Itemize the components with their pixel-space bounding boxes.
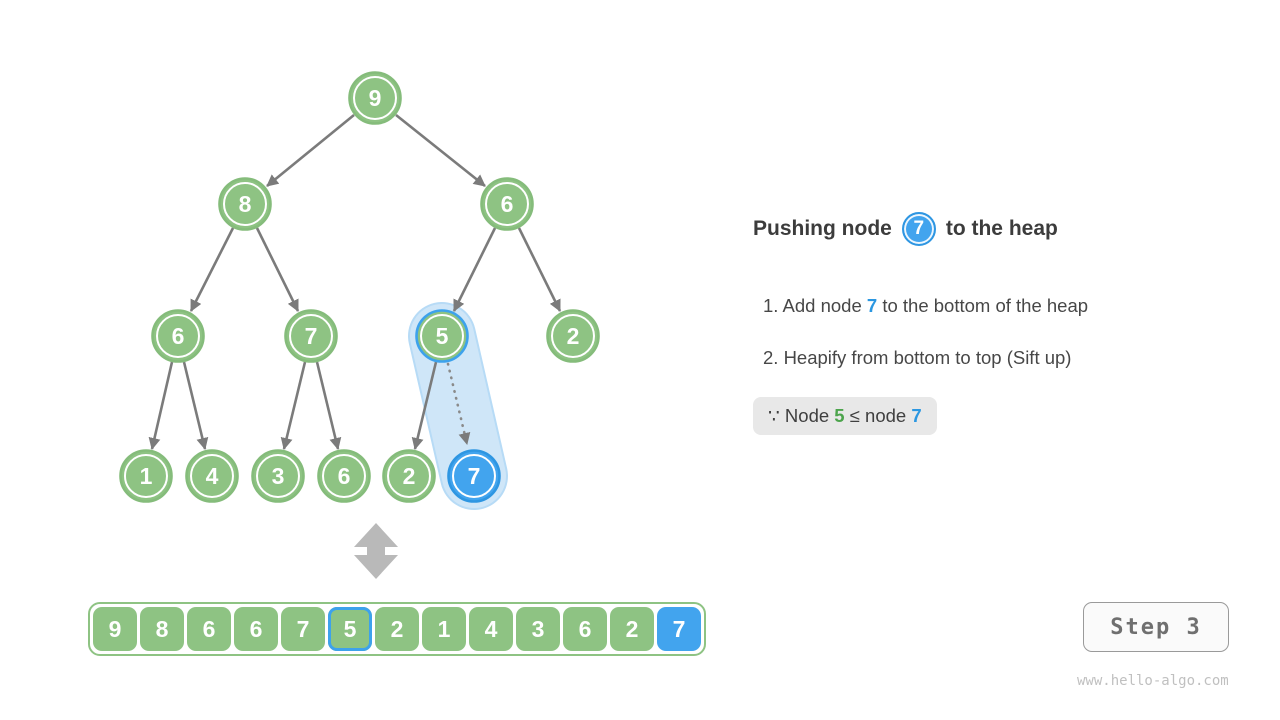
tree-edge: [517, 227, 562, 312]
tree-node: 6: [480, 177, 534, 231]
tree-node: 9: [348, 71, 402, 125]
svg-text:2: 2: [567, 323, 580, 349]
svg-text:7: 7: [305, 323, 318, 349]
title-suffix: to the heap: [945, 217, 1058, 240]
instruction-step-1: 1. Add node 7 to the bottom of the heap: [763, 295, 1089, 316]
highlight-5: 5: [834, 405, 845, 426]
step-button[interactable]: Step 3: [1083, 602, 1229, 652]
sift-up-dotted-arrow-icon: [446, 362, 471, 446]
heap-array-view: 9 8 6 6 7 5 2 1 4 3 6 2 7: [88, 602, 706, 656]
array-cell: 7: [281, 607, 325, 651]
array-cell: 2: [375, 607, 419, 651]
tree-node: 3: [251, 449, 305, 503]
tree-node: 6: [151, 309, 205, 363]
tree-node: 2: [382, 449, 436, 503]
array-cell: 1: [422, 607, 466, 651]
array-cell: 4: [469, 607, 513, 651]
tree-edge: [255, 227, 300, 312]
page-title: Pushing node 7 to the heap: [753, 212, 1058, 246]
tree-node: 2: [546, 309, 600, 363]
highlight-7: 7: [911, 405, 922, 426]
svg-text:6: 6: [338, 463, 351, 489]
array-cell-new-blue: 7: [657, 607, 701, 651]
array-cell: 6: [563, 607, 607, 651]
svg-text:4: 4: [206, 463, 219, 489]
tree-node: 6: [317, 449, 371, 503]
svg-text:5: 5: [436, 323, 449, 349]
tree-edge: [395, 113, 486, 188]
array-cell: 6: [234, 607, 278, 651]
array-cell: 3: [516, 607, 560, 651]
tree-edge: [411, 361, 438, 450]
tree-edge: [189, 227, 235, 312]
array-cell: 2: [610, 607, 654, 651]
svg-text:1: 1: [140, 463, 153, 489]
tree-edge: [148, 361, 174, 450]
svg-text:7: 7: [468, 463, 481, 489]
array-cell: 6: [187, 607, 231, 651]
up-down-arrow-icon: [354, 523, 398, 579]
instruction-step-2: 2. Heapify from bottom to top (Sift up): [763, 347, 1072, 368]
svg-text:2: 2: [403, 463, 416, 489]
tree-edge: [182, 361, 209, 450]
svg-text:9: 9: [369, 85, 382, 111]
tree-edge: [280, 361, 307, 450]
tree-node-highlighted-parent: 5: [415, 309, 469, 363]
tree-node: 7: [284, 309, 338, 363]
tree-node: 8: [218, 177, 272, 231]
array-cell: 8: [140, 607, 184, 651]
array-cell: 9: [93, 607, 137, 651]
title-prefix: Pushing node: [753, 217, 892, 240]
tree-node-new-blue: 7: [447, 449, 501, 503]
svg-text:6: 6: [501, 191, 514, 217]
svg-text:3: 3: [272, 463, 285, 489]
heap-tree-svg: 9 8 6 6 7 5 2 1: [119, 71, 600, 579]
node-7-badge: 7: [901, 212, 936, 246]
tree-node: 1: [119, 449, 173, 503]
svg-text:6: 6: [172, 323, 185, 349]
highlight-7: 7: [866, 295, 878, 316]
comparison-note: ∵ Node 5 ≤ node 7: [753, 397, 937, 435]
watermark: www.hello-algo.com: [1077, 673, 1229, 689]
because-symbol: ∵: [768, 405, 780, 426]
tree-edge: [315, 361, 342, 450]
tree-node: 4: [185, 449, 239, 503]
array-cell-highlighted-parent: 5: [328, 607, 372, 651]
svg-text:8: 8: [239, 191, 252, 217]
tree-edge: [266, 113, 355, 188]
tree-edge: [452, 227, 497, 312]
